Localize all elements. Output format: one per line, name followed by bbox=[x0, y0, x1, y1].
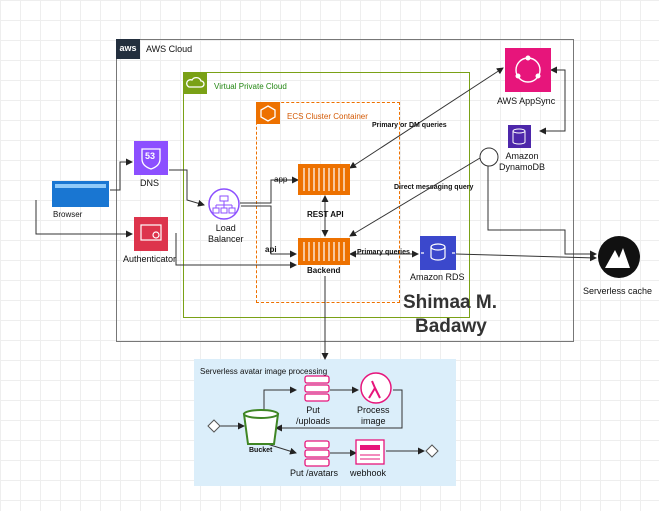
edge-label-direct-messaging: Direct messaging query bbox=[394, 184, 474, 191]
ecs-cluster-label: ECS Cluster Container bbox=[287, 112, 368, 121]
edge-browser-authenticator bbox=[35, 200, 133, 238]
rds-label: Amazon RDS bbox=[410, 272, 465, 282]
load-balancer-icon bbox=[208, 188, 240, 220]
load-balancer-label: Load Balancer bbox=[208, 223, 244, 244]
put-avatars-icon bbox=[304, 440, 330, 467]
authenticator-label: Authenticator bbox=[123, 254, 177, 264]
backend-label: Backend bbox=[307, 266, 341, 275]
edge-label-primary-or-dm: Primary or DM queries bbox=[372, 122, 447, 129]
edge-dns-loadbalancer bbox=[169, 169, 205, 207]
edge-dynamodb-cache bbox=[487, 165, 597, 258]
dynamodb-query-node bbox=[479, 147, 499, 167]
edge-app-appsync bbox=[349, 67, 504, 169]
dns-label: DNS bbox=[140, 178, 160, 188]
rds-icon bbox=[420, 236, 456, 270]
put-avatars-label: Put /avatars bbox=[290, 468, 339, 478]
edge-authenticator-backend bbox=[175, 233, 297, 269]
appsync-icon bbox=[505, 48, 551, 92]
edge-rds-cache bbox=[455, 253, 597, 262]
bucket-icon bbox=[242, 409, 280, 445]
serverless-panel-title: Serverless avatar image processing bbox=[200, 367, 328, 376]
hexagon-icon bbox=[260, 105, 276, 122]
edge-lambda-bucket bbox=[275, 389, 403, 432]
vpc-cloud-icon bbox=[183, 72, 207, 94]
bucket-label: Bucket bbox=[249, 447, 273, 454]
route53-icon bbox=[134, 141, 168, 175]
edge-browser-dns bbox=[110, 158, 133, 191]
process-image-label: Process image bbox=[357, 405, 390, 426]
vpc-label: Virtual Private Cloud bbox=[214, 82, 287, 91]
authenticator-icon bbox=[134, 217, 168, 251]
end-diamond bbox=[425, 444, 439, 458]
author-name-line2: Badawy bbox=[415, 316, 487, 337]
dns-badge: 53 bbox=[145, 151, 156, 161]
webhook-icon bbox=[355, 439, 385, 465]
cloud-icon bbox=[186, 76, 205, 88]
rest-api-label: REST API bbox=[307, 210, 344, 219]
edge-bucket-putuploads bbox=[263, 386, 297, 410]
serverless-cache-icon bbox=[598, 236, 640, 278]
put-uploads-icon bbox=[304, 375, 330, 402]
dynamodb-label: Amazon DynamoDB bbox=[499, 151, 546, 172]
aws-cloud-label: AWS Cloud bbox=[146, 44, 193, 54]
webhook-label: webhook bbox=[350, 468, 387, 478]
aws-logo: aws bbox=[116, 39, 140, 59]
app-label: app bbox=[274, 175, 288, 184]
serverless-cache-label: Serverless cache bbox=[583, 286, 653, 296]
edge-lb-app bbox=[240, 176, 299, 204]
edge-label-primary-queries: Primary queries bbox=[357, 249, 410, 256]
aws-logo-text: aws bbox=[119, 43, 137, 53]
backend-container-icon bbox=[298, 238, 350, 265]
lambda-icon bbox=[360, 372, 392, 404]
vpc-group bbox=[183, 72, 470, 318]
put-uploads-label: Put /uploads bbox=[296, 405, 331, 426]
ecs-icon bbox=[256, 102, 280, 124]
api-label: api bbox=[265, 245, 277, 254]
browser-icon bbox=[52, 181, 109, 207]
start-diamond bbox=[207, 419, 221, 433]
appsync-label: AWS AppSync bbox=[497, 96, 556, 106]
edge-lb-api bbox=[241, 205, 297, 258]
edge-direct-messaging bbox=[349, 157, 481, 237]
browser-label: Browser bbox=[53, 210, 83, 219]
app-container-icon bbox=[298, 164, 350, 195]
author-name-line1: Shimaa M. bbox=[403, 292, 497, 313]
edge-appsync-dynamodb bbox=[539, 66, 566, 135]
dynamodb-icon bbox=[508, 125, 531, 148]
